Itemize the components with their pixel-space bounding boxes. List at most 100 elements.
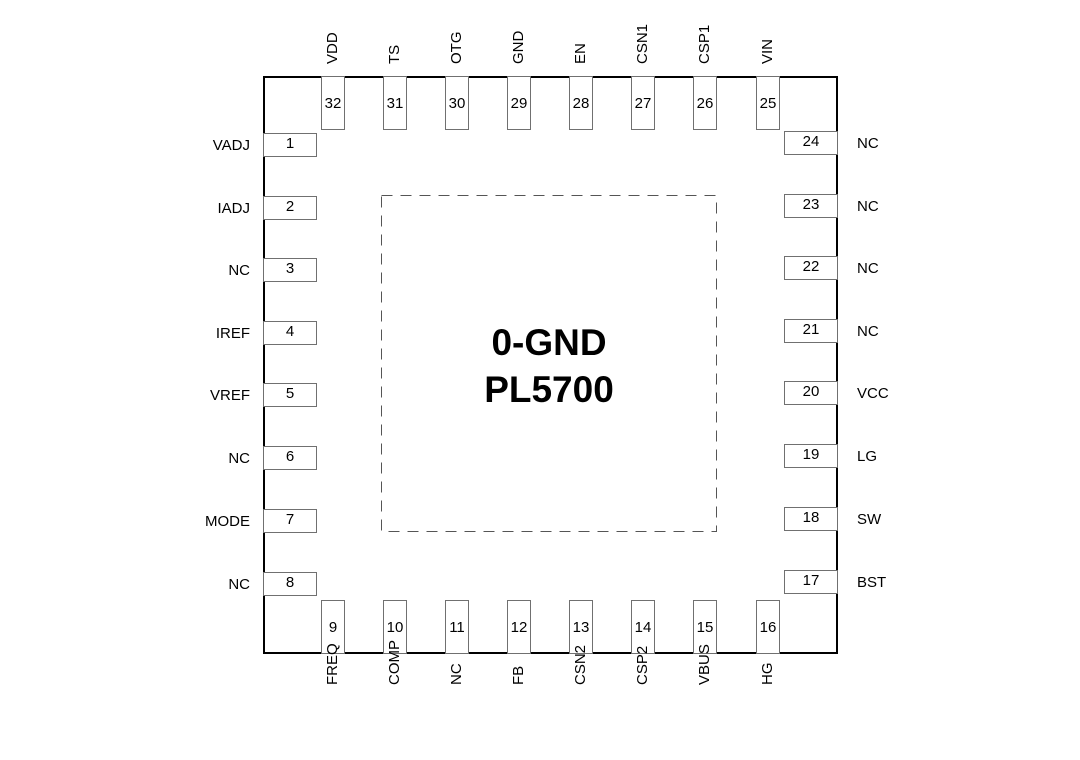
pin-18: 18 — [784, 507, 838, 531]
pin-3: 3 — [263, 258, 317, 282]
pin-number: 8 — [285, 573, 295, 591]
pin-label-vdd: VDD — [324, 32, 341, 64]
pin-21: 21 — [784, 319, 838, 343]
pin-1: 1 — [263, 133, 317, 157]
exposed-pad — [381, 195, 717, 532]
pin-7: 7 — [263, 509, 317, 533]
pin-29: 29 — [507, 76, 531, 130]
pin-label-fb: FB — [510, 665, 527, 685]
pin-28: 28 — [569, 76, 593, 130]
pin-label-nc: NC — [228, 262, 250, 279]
pin-number: 30 — [448, 94, 466, 112]
pin-number: 24 — [802, 132, 820, 150]
pin-label-hg: HG — [759, 662, 776, 686]
pin-number: 5 — [285, 384, 295, 402]
pin-14: 14 — [631, 600, 655, 654]
pin-number: 31 — [386, 94, 404, 112]
pin-label-en: EN — [572, 43, 589, 64]
pin-number: 6 — [285, 447, 295, 465]
package-outline — [263, 76, 838, 654]
pin-label-csn1: CSN1 — [634, 23, 651, 64]
pin-number: 15 — [696, 618, 714, 636]
pin-number: 22 — [802, 257, 820, 275]
pin-label-iadj: IADJ — [217, 200, 250, 217]
pin-label-ts: TS — [386, 44, 403, 64]
pin-13: 13 — [569, 600, 593, 654]
pin-26: 26 — [693, 76, 717, 130]
pin-27: 27 — [631, 76, 655, 130]
pin-label-vbus: VBUS — [696, 644, 713, 685]
pin-number: 3 — [285, 259, 295, 277]
pin-32: 32 — [321, 76, 345, 130]
pin-label-vcc: VCC — [857, 385, 889, 402]
pin-number: 9 — [328, 618, 338, 636]
pin-label-iref: IREF — [215, 325, 250, 342]
pin-number: 14 — [634, 618, 652, 636]
pin-number: 29 — [510, 94, 528, 112]
pin-25: 25 — [756, 76, 780, 130]
pin-label-vref: VREF — [209, 387, 250, 404]
pin-label-nc: NC — [857, 260, 879, 277]
pin-20: 20 — [784, 381, 838, 405]
pin-23: 23 — [784, 194, 838, 218]
pin-label-nc: NC — [857, 135, 879, 152]
pin-label-comp: COMP — [386, 640, 403, 685]
pin-number: 1 — [285, 134, 295, 152]
pin-number: 21 — [802, 320, 820, 338]
pin-label-nc: NC — [448, 663, 465, 685]
pin-8: 8 — [263, 572, 317, 596]
pin-9: 9 — [321, 600, 345, 654]
ground-pad-label: 0-GND — [491, 322, 607, 363]
pin-2: 2 — [263, 196, 317, 220]
pin-number: 11 — [449, 618, 465, 636]
pin-22: 22 — [784, 256, 838, 280]
pin-label-csn2: CSN2 — [572, 644, 589, 685]
pin-label-nc: NC — [857, 198, 879, 215]
pin-number: 18 — [802, 508, 820, 526]
pin-11: 11 — [445, 600, 469, 654]
pin-number: 26 — [696, 94, 714, 112]
pin-label-nc: NC — [228, 450, 250, 467]
pin-number: 12 — [510, 618, 528, 636]
pin-label-csp1: CSP1 — [696, 24, 713, 64]
pin-12: 12 — [507, 600, 531, 654]
pin-label-mode: MODE — [205, 513, 250, 530]
pin-15: 15 — [693, 600, 717, 654]
pin-6: 6 — [263, 446, 317, 470]
pin-number: 19 — [802, 445, 820, 463]
pin-10: 10 — [383, 600, 407, 654]
pin-label-otg: OTG — [448, 31, 465, 65]
pin-label-gnd: GND — [510, 30, 527, 64]
pin-label-freq: FREQ — [324, 643, 341, 685]
pin-4: 4 — [263, 321, 317, 345]
pin-number: 27 — [634, 94, 652, 112]
pin-24: 24 — [784, 131, 838, 155]
pin-number: 32 — [324, 94, 342, 112]
pin-number: 23 — [802, 195, 820, 213]
pin-label-nc: NC — [857, 323, 879, 340]
pin-label-nc: NC — [228, 576, 250, 593]
pin-number: 17 — [802, 571, 820, 589]
pin-number: 16 — [759, 618, 777, 636]
exposed-pad-outline — [381, 195, 717, 532]
pin-number: 20 — [802, 382, 820, 400]
pin-label-bst: BST — [857, 574, 887, 591]
pin-number: 28 — [572, 94, 590, 112]
pin-label-sw: SW — [857, 511, 882, 528]
pin-number: 2 — [285, 197, 295, 215]
pin-label-csp2: CSP2 — [634, 645, 651, 685]
pin-label-vadj: VADJ — [212, 137, 250, 154]
pin-17: 17 — [784, 570, 838, 594]
pin-label-vin: VIN — [759, 38, 776, 64]
pin-number: 13 — [572, 618, 590, 636]
pin-5: 5 — [263, 383, 317, 407]
pin-19: 19 — [784, 444, 838, 468]
pin-number: 7 — [285, 510, 295, 528]
part-number-label: PL5700 — [484, 369, 614, 410]
pin-number: 25 — [759, 94, 777, 112]
pin-16: 16 — [756, 600, 780, 654]
pin-label-lg: LG — [857, 448, 878, 465]
pin-number: 10 — [386, 618, 404, 636]
pin-30: 30 — [445, 76, 469, 130]
